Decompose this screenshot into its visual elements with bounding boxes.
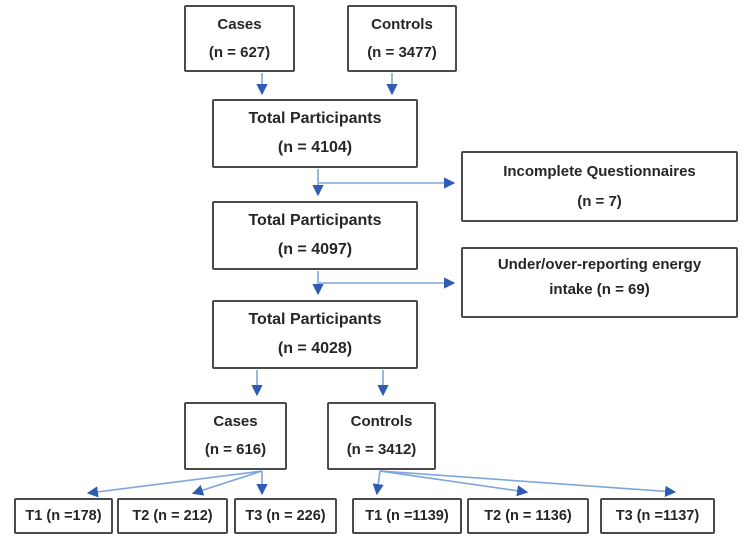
box-controls-bottom-count: (n = 3412)	[346, 441, 417, 459]
box-total1-title: Total Participants	[248, 110, 382, 128]
arrow-controls-to-t3	[379, 470, 677, 497]
box-t2-cases-label: T2 (n = 212)	[132, 507, 213, 524]
box-t2-controls-label: T2 (n = 1136)	[484, 507, 572, 524]
box-incomplete-count: (n = 7)	[577, 192, 622, 210]
box-cases-top-title: Cases	[217, 16, 262, 34]
box-incomplete-title: Incomplete Questionnaires	[503, 163, 696, 181]
box-t3-cases: T3 (n = 226)	[234, 498, 337, 534]
box-cases-top-count: (n = 627)	[208, 43, 271, 61]
box-controls-top-title: Controls	[371, 16, 433, 34]
arrow-controls-to-t2	[379, 470, 529, 497]
box-under-over-line1: Under/over-reporting energy	[497, 255, 702, 273]
box-total2-title: Total Participants	[248, 212, 382, 230]
box-t1-controls-label: T1 (n =1139)	[365, 507, 449, 524]
arrow-cases-to-t2	[191, 470, 263, 496]
box-total2-count: (n = 4097)	[277, 240, 353, 258]
box-cases-bottom: Cases (n = 616)	[184, 402, 287, 470]
arrow-cases-to-t1	[86, 470, 263, 498]
box-cases-bottom-title: Cases	[213, 413, 258, 431]
box-t1-cases: T1 (n =178)	[14, 498, 113, 534]
box-t3-controls: T3 (n =1137)	[600, 498, 715, 534]
box-under-over-line2: intake (n = 69)	[549, 280, 650, 298]
box-cases-bottom-count: (n = 616)	[204, 441, 267, 459]
box-total3-title: Total Participants	[248, 311, 382, 329]
box-total-participants-2: Total Participants (n = 4097)	[212, 201, 418, 270]
box-total1-count: (n = 4104)	[277, 138, 353, 156]
box-controls-bottom-title: Controls	[350, 413, 413, 431]
box-controls-bottom: Controls (n = 3412)	[327, 402, 436, 470]
box-controls-top: Controls (n = 3477)	[347, 5, 457, 72]
box-t2-controls: T2 (n = 1136)	[467, 498, 589, 534]
box-t3-controls-label: T3 (n =1137)	[615, 507, 700, 524]
box-controls-top-count: (n = 3477)	[367, 43, 437, 61]
arrow-controls-to-t1	[372, 470, 384, 496]
box-total-participants-3: Total Participants (n = 4028)	[212, 300, 418, 369]
box-t2-cases: T2 (n = 212)	[117, 498, 228, 534]
box-total-participants-1: Total Participants (n = 4104)	[212, 99, 418, 168]
box-t1-cases-label: T1 (n =178)	[25, 507, 102, 524]
box-incomplete-questionnaires: Incomplete Questionnaires (n = 7)	[461, 151, 738, 222]
box-cases-top: Cases (n = 627)	[184, 5, 295, 72]
box-under-over-reporting: Under/over-reporting energy intake (n = …	[461, 247, 738, 318]
box-t1-controls: T1 (n =1139)	[352, 498, 462, 534]
box-total3-count: (n = 4028)	[277, 339, 353, 357]
box-t3-cases-label: T3 (n = 226)	[245, 507, 326, 524]
